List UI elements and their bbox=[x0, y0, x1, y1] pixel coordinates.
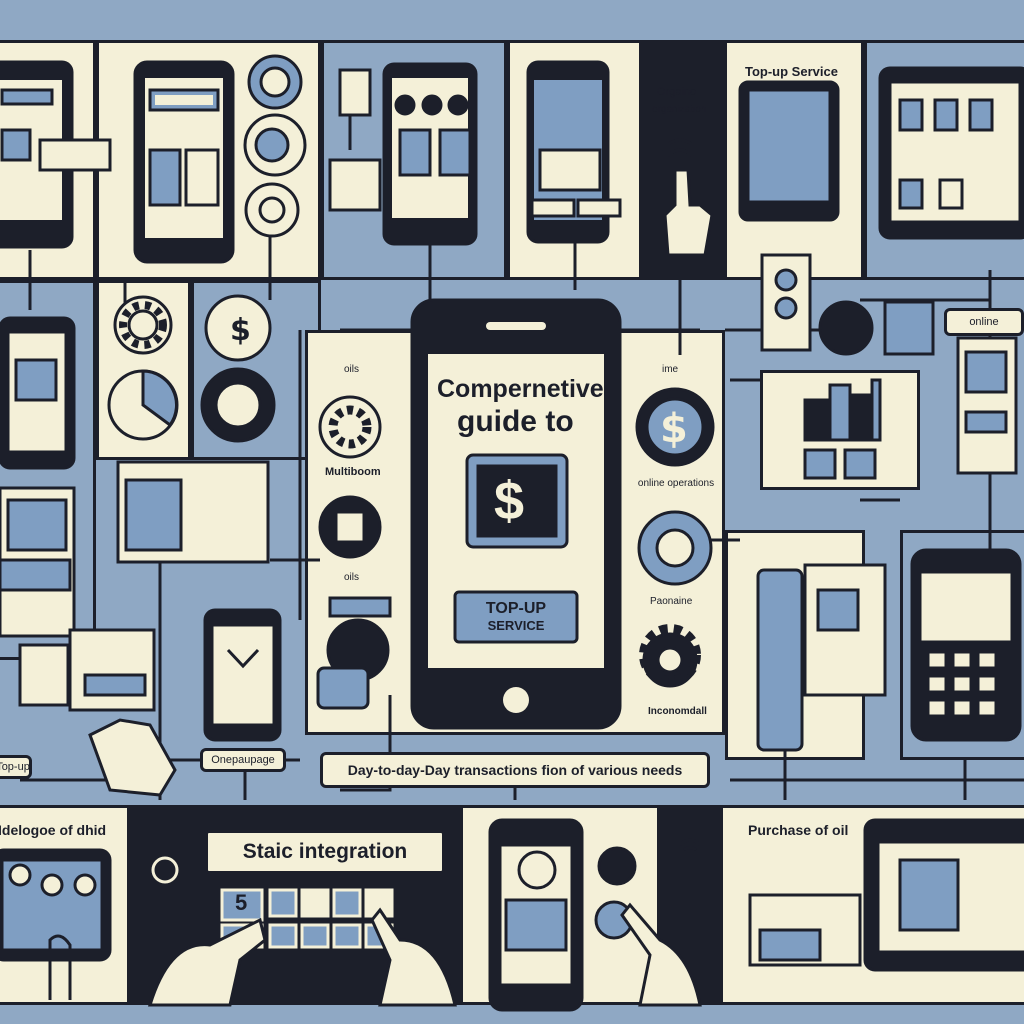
topup-button-line2: SERVICE bbox=[487, 618, 545, 633]
label-right-coin: online operations bbox=[637, 478, 715, 489]
label-right-record: Paonaine bbox=[650, 596, 693, 607]
label-right-top: ime bbox=[662, 364, 679, 375]
static-integration-banner: Staic integration bbox=[205, 830, 445, 874]
topup-button-line1: TOP-UP bbox=[485, 600, 547, 617]
svg-text:$: $ bbox=[230, 313, 251, 348]
topup-service-button[interactable]: TOP-UP SERVICE bbox=[455, 592, 577, 642]
caption-banner: Day-to-day-Day transactions fion of vari… bbox=[320, 752, 710, 788]
label-left-dial: oils bbox=[344, 572, 360, 583]
label-top-center: Orgaino bbox=[657, 86, 697, 98]
svg-text:$: $ bbox=[660, 406, 688, 452]
label-left-edge: Top-up bbox=[0, 755, 32, 779]
label-left-dial-top: oils bbox=[344, 364, 360, 375]
label-bottom-right: Purchase of oil bbox=[748, 822, 849, 838]
label-onboarding: Onepaupage bbox=[200, 748, 286, 772]
label-top-center-sub: organization bbox=[652, 104, 707, 115]
label-right-gear: Inconomdall bbox=[648, 706, 707, 717]
label-left-gear: Multiboom bbox=[325, 466, 381, 478]
label-right-bubble: online bbox=[944, 308, 1024, 336]
label-top-right: Top-up Service bbox=[745, 64, 838, 79]
label-bottom-left: Idelogoe of dhid bbox=[0, 822, 107, 838]
headline-line1: Compernetive bbox=[437, 375, 604, 403]
headline-line2: guide to bbox=[457, 405, 574, 438]
phone-dollar-symbol: $ bbox=[494, 471, 525, 531]
keypad-key-5[interactable]: 5 bbox=[235, 890, 248, 915]
